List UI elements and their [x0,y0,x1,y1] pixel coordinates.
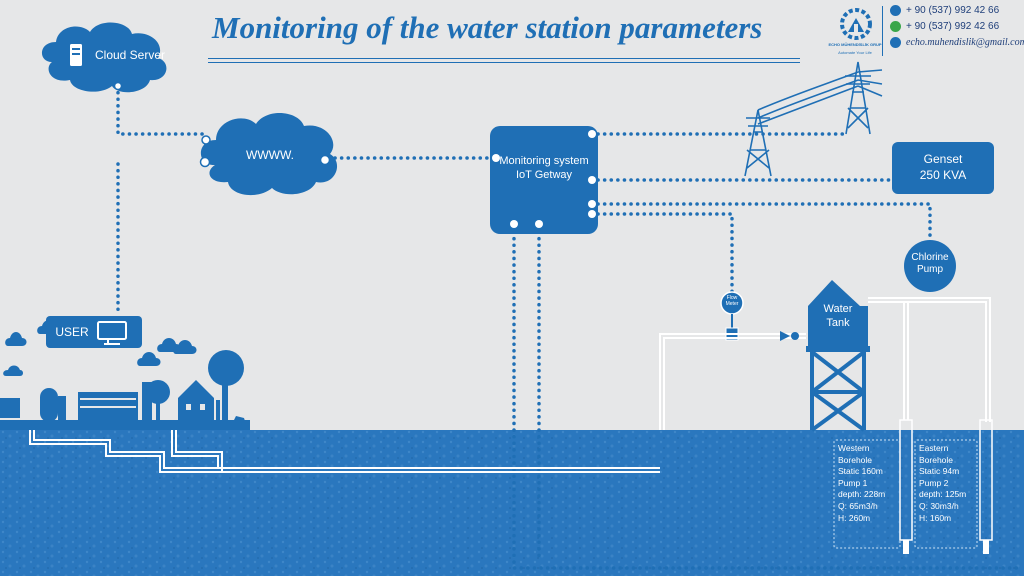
ground-area [0,430,1024,576]
eastern-line: Borehole [919,454,954,465]
user-node [46,316,142,348]
flow-label-line1: Flow [726,295,738,301]
cloud-server-node [41,22,167,93]
phone-contact: + 90 (537) 992 42 66 [890,5,999,16]
power-tower-icon [744,61,883,177]
western-borehole-info: Western Borehole Static 160m Pump 1 dept… [838,443,885,524]
water-pipelines [29,297,991,473]
chlorine-label-line2: Pump [916,264,944,275]
cloud-server-label: Cloud Server [94,48,166,62]
gateway-label-line2: IoT Getway [515,169,573,181]
village-skyline [0,320,250,430]
phone-number: + 90 (537) 992 42 66 [906,5,1000,16]
western-line: Borehole [838,454,873,465]
western-line: depth: 228m [838,489,886,500]
phone-icon [890,5,901,16]
internet-label: WWWW. [246,148,294,162]
eastern-line: depth: 125m [919,489,967,500]
whatsapp-icon [890,21,901,32]
user-label: USER [55,325,89,339]
whatsapp-number: + 90 (537) 992 42 66 [906,21,1000,32]
flow-label-line2: Meter [725,301,739,307]
company-tagline: Automate Your Life [838,50,872,55]
internet-cloud-node [199,112,338,196]
western-line: H: 260m [838,512,871,523]
chlorine-label-line1: Chlorine [911,252,949,263]
company-name: ECHO MÜHENDİSLİK GRUP [828,42,882,47]
western-line: Pump 1 [838,477,868,488]
whatsapp-contact: + 90 (537) 992 42 66 [890,21,999,32]
genset-label-line1: Genset [923,152,963,166]
eastern-borehole-info: Eastern Borehole Static 94m Pump 2 depth… [919,443,966,524]
eastern-line: Static 94m [919,466,960,477]
genset-label-line2: 250 KVA [919,168,967,182]
pipe-arrow-icon [780,331,790,341]
email-contact: echo.muhendislik@gmail.com [890,37,1024,48]
eastern-line: Pump 2 [919,477,949,488]
eastern-line: H: 160m [919,512,952,523]
western-line: Static 160m [838,466,883,477]
gateway-label-line1: Monitoring system [499,155,589,167]
page-title: Monitoring of the water station paramete… [212,10,763,45]
monitor-icon [97,321,127,340]
chlorine-pump-node [904,240,956,292]
borehole-wells [833,419,993,554]
gateway-node [490,126,598,234]
eastern-line: Q: 30m3/h [919,500,959,511]
title-underline [208,58,800,59]
western-line: Q: 65m3/h [838,500,878,511]
dotted-connections [116,84,1022,570]
header-divider [882,6,883,56]
genset-node [892,142,994,194]
tank-label-line1: Water [823,303,853,315]
company-logo [840,8,872,40]
water-tank-node [806,280,870,432]
western-line: Western [838,443,870,453]
email-icon [890,37,901,48]
eastern-line: Eastern [919,443,949,453]
tank-label-line2: Tank [826,317,850,329]
email-address: echo.muhendislik@gmail.com [906,37,1024,48]
title-underline-2 [208,62,800,63]
